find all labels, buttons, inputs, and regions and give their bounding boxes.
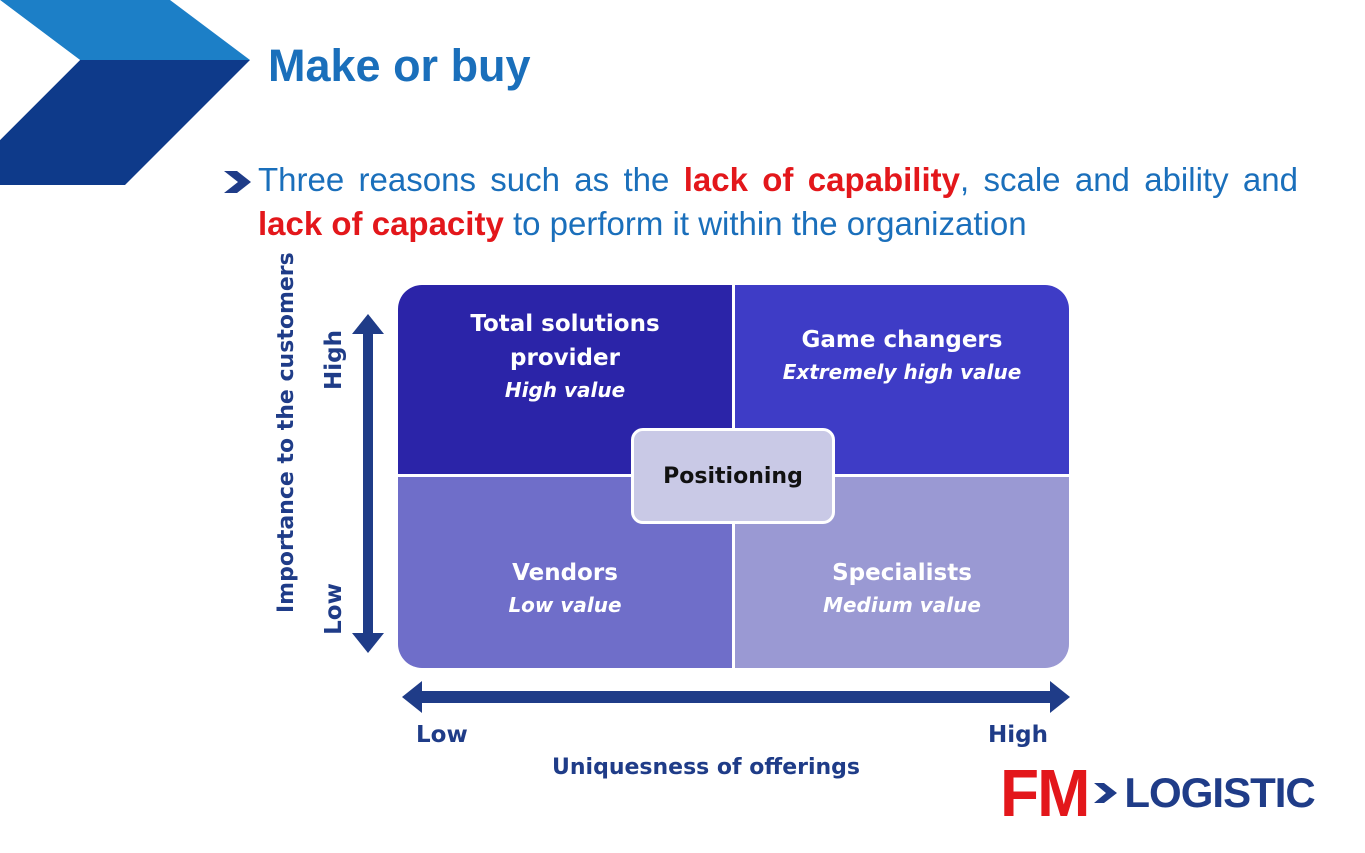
y-axis-low-label: Low bbox=[321, 583, 347, 635]
horizontal-axis-arrow bbox=[402, 681, 1070, 713]
bullet-text-part: to perform it within the organization bbox=[503, 205, 1027, 242]
bullet-highlight-capability: lack of capability bbox=[683, 161, 960, 198]
logo-logistic-text: LOGISTIC bbox=[1124, 769, 1315, 816]
x-axis-high-label: High bbox=[988, 722, 1048, 748]
x-axis-low-label: Low bbox=[416, 722, 468, 748]
quadrant-value: Low value bbox=[508, 592, 622, 617]
quadrant-total-solutions-provider: Total solutions provider High value bbox=[398, 285, 732, 474]
quadrant-value: High value bbox=[504, 378, 626, 402]
quadrant-value: Extremely high value bbox=[782, 360, 1022, 384]
bullet-text-part: , scale and ability and bbox=[959, 161, 1298, 198]
bullet-highlight-capacity: lack of capacity bbox=[258, 205, 504, 242]
fm-logistic-logo: FM LOGISTIC bbox=[1000, 755, 1316, 831]
positioning-matrix: Total solutions provider High value Game… bbox=[398, 285, 1069, 668]
logo-chevron-icon bbox=[1094, 783, 1118, 803]
chevron-bullet-icon bbox=[224, 171, 251, 193]
bullet-text: Three reasons such as the lack of capabi… bbox=[258, 158, 1298, 246]
positioning-center-box: Positioning bbox=[631, 428, 835, 524]
quadrant-name: Specialists bbox=[832, 559, 972, 586]
y-axis-high-label: High bbox=[321, 330, 347, 390]
y-axis-title: Importance to the customers bbox=[274, 252, 299, 613]
quadrant-name: Total solutions provider bbox=[470, 311, 660, 371]
quadrant-value: Medium value bbox=[823, 592, 981, 617]
quadrant-name: Vendors bbox=[512, 559, 618, 586]
quadrant-name: Game changers bbox=[801, 327, 1003, 353]
quadrant-game-changers: Game changers Extremely high value bbox=[735, 285, 1069, 474]
x-axis-title: Uniquesness of offerings bbox=[552, 755, 861, 780]
page-title: Make or buy bbox=[268, 40, 531, 91]
corner-chevron-decoration bbox=[0, 0, 250, 185]
vertical-axis-arrow bbox=[352, 314, 384, 653]
logo-fm-text: FM bbox=[1000, 755, 1090, 831]
bullet-text-part: Three reasons such as the bbox=[258, 161, 684, 198]
